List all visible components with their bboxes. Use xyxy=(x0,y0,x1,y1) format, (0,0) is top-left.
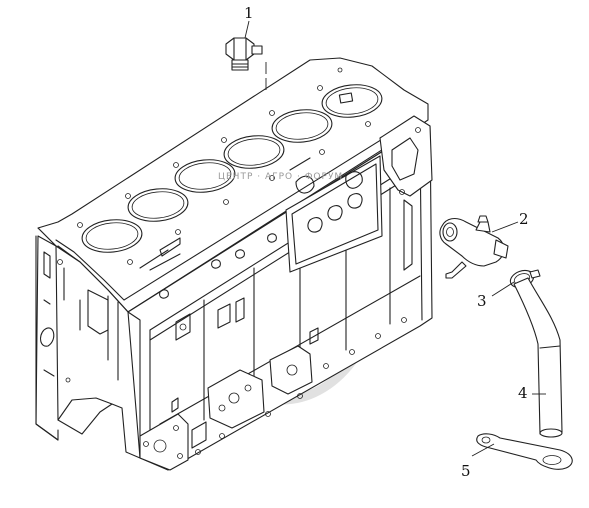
callout-5: 5 xyxy=(461,462,471,480)
callout-1: 1 xyxy=(244,4,254,22)
callout-2: 2 xyxy=(519,210,529,228)
lower-mounting-boss xyxy=(207,369,265,429)
block-rear-flange xyxy=(379,115,433,197)
part-2-fitting xyxy=(439,215,509,279)
callout-4: 4 xyxy=(518,384,528,402)
deck-bolt-holes xyxy=(77,67,371,271)
part-4-tube xyxy=(513,277,563,438)
cylinder-block xyxy=(35,57,433,471)
callout-3: 3 xyxy=(477,292,487,310)
watermark-text: ЦЕНТР · АГРО · ФОРУМ xyxy=(218,172,344,182)
part-5-bracket xyxy=(476,433,573,470)
leader-lines xyxy=(244,20,546,457)
part-1-plug xyxy=(225,37,263,71)
